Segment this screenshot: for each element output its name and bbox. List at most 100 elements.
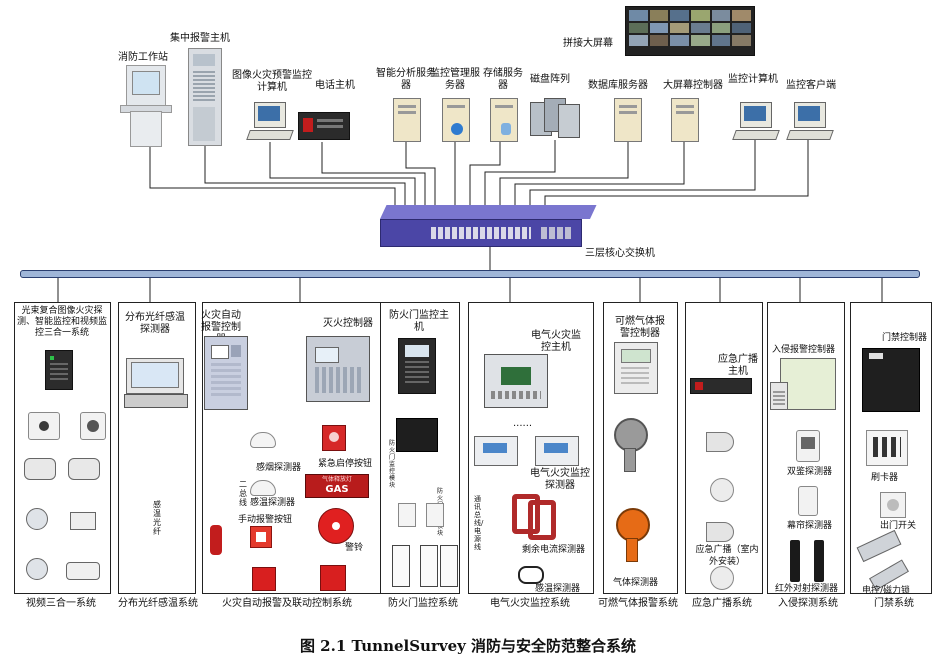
beam-receiver-icon: [80, 412, 106, 440]
ir-beam-icon: [790, 540, 800, 582]
fire-workstation: [120, 65, 172, 147]
gas-detector-label: 气体探测器: [613, 578, 659, 588]
curtain-detector-label: 幕帘探测器: [787, 521, 833, 531]
exit-button-label: 出门开关: [880, 521, 917, 531]
fire-alarm-panel: [204, 336, 248, 410]
video-wall-label: 拼接大屏幕: [563, 38, 613, 49]
dome-camera-icon: [26, 508, 48, 530]
fire-alarm-footer: 火灾自动报警及联动控制系统: [222, 598, 352, 609]
electric-detector-icon: [474, 436, 518, 466]
alarm-bell-icon: [318, 508, 354, 544]
door-module-icon-2: [426, 503, 444, 527]
gas-sign-text: GAS: [325, 484, 349, 495]
gas-detector-icon-2: [614, 508, 650, 562]
dual-tech-label: 双鉴探测器: [787, 467, 833, 477]
intrusion-controller: [780, 358, 836, 410]
broadcast-host: [690, 378, 752, 394]
image-fire-warning-pc: [246, 102, 294, 142]
phone-host-label: 电话主机: [315, 80, 355, 91]
smoke-detector-icon: [250, 432, 276, 448]
electric-subsystem-footer: 电气火灾监控系统: [490, 598, 570, 609]
monitor-computer-label: 监控计算机: [728, 74, 778, 85]
temp-detector-icon: [250, 480, 276, 496]
door-leaf-icon: [392, 545, 410, 587]
storage-server-label: 存储服务器: [483, 68, 523, 91]
video-subsystem-footer: 视频三合一系统: [26, 598, 96, 609]
network-switch-icon: [45, 350, 73, 390]
extinguish-controller: [306, 336, 370, 402]
image-fire-warning-pc-label: 图像火灾预警监控计算机: [232, 70, 312, 93]
ptz-camera-icon: [66, 562, 100, 580]
electric-temp-label: 感温探测器: [535, 584, 581, 594]
residual-current-label: 剩余电流探测器: [522, 545, 586, 555]
gas-sign-top: 气体释放灯: [321, 476, 352, 483]
fiber-host-unit: [124, 394, 188, 408]
alarm-bell-label: 警铃: [345, 543, 364, 553]
access-controller: [862, 348, 920, 412]
electric-dots: ......: [513, 418, 533, 429]
monitor-mgmt-server: [442, 98, 470, 142]
emergency-stop-button-icon: [322, 425, 346, 451]
fire-temp-detector-label: 感温探测器: [250, 498, 296, 508]
electric-bus-label: 通讯总线/电源线: [474, 495, 484, 551]
intrusion-ctrl-label: 入侵报警控制器: [772, 345, 836, 355]
electric-temp-icon: [518, 566, 544, 584]
central-alarm-host-label: 集中报警主机: [170, 33, 230, 44]
fiber-subsystem-title: 分布光纤感温探测器: [125, 312, 185, 335]
manual-alarm-button-icon: [250, 526, 272, 548]
electric-detector-icon-2: [535, 436, 579, 466]
gas-detector-icon: [612, 418, 648, 472]
video-wall: [625, 6, 755, 56]
gas-alarm-controller: [614, 342, 658, 394]
big-screen-controller: [671, 98, 699, 142]
phone-host: [298, 112, 350, 140]
access-ctrl-label: 门禁控制器: [882, 333, 928, 343]
residual-current-icon: [512, 494, 560, 540]
smoke-detector-label: 感烟探测器: [256, 463, 302, 473]
fiber-subsystem-box: [118, 302, 196, 594]
card-reader-label: 刷卡器: [871, 473, 899, 483]
door-subsystem-footer: 防火门监控系统: [388, 598, 458, 609]
core-switch-label: 三层核心交换机: [585, 248, 655, 259]
intelligent-analysis-server-label: 智能分析服务器: [376, 68, 436, 91]
door-module-box: [396, 418, 438, 452]
manual-alarm-button-label: 手动报警按钮: [238, 515, 293, 525]
sound-light-alarm-icon: [252, 567, 276, 591]
ceiling-speaker-icon: [710, 478, 734, 502]
database-server: [614, 98, 642, 142]
gas-release-sign: 气体释放灯 GAS: [305, 474, 369, 498]
backbone-bus: [20, 270, 920, 278]
big-screen-controller-label: 大屏幕控制器: [663, 80, 723, 91]
keypad-icon: [770, 382, 788, 410]
fiber-cable-label: 感温光纤: [153, 500, 161, 536]
broadcast-subsystem-footer: 应急广播系统: [692, 598, 752, 609]
dual-tech-detector-icon: [796, 430, 820, 462]
door-module-icon: [398, 503, 416, 527]
exit-button-icon: [880, 492, 906, 518]
electric-monitor-host: [484, 354, 548, 408]
box-camera-icon: [70, 512, 96, 530]
gas-ctrl-label: 可燃气体报警控制器: [615, 316, 665, 339]
video-subsystem-box: [14, 302, 111, 594]
ceiling-speaker-icon-2: [710, 566, 734, 590]
door-leaf-icon-3: [440, 545, 458, 587]
video-subsystem-title: 光束复合图像火灾探测、智能监控和视频监控三合一系统: [16, 306, 107, 338]
ir-beam-icon-2: [814, 540, 824, 582]
sound-light-alarm-icon-2: [320, 565, 346, 591]
door-host-label: 防火门监控主机: [389, 310, 449, 333]
ir-beam-label: 红外对射探测器: [775, 584, 839, 594]
disk-array: [530, 98, 580, 138]
electric-host-label: 电气火灾监控主机: [531, 330, 581, 353]
fire-workstation-label: 消防工作站: [118, 52, 168, 63]
monitor-computer: [732, 102, 780, 142]
horn-speaker-icon-2: [706, 522, 734, 542]
flame-detector-icon: [28, 412, 60, 440]
intrusion-subsystem-footer: 入侵探测系统: [778, 598, 838, 609]
phone-jack-icon: [210, 525, 222, 555]
central-alarm-host: [188, 48, 222, 146]
door-monitor-host: [398, 338, 436, 394]
curtain-detector-icon: [798, 486, 818, 516]
extinguish-ctrl-label: 灭火控制器: [323, 318, 373, 329]
card-reader-icon: [866, 430, 908, 466]
database-server-label: 数据库服务器: [588, 80, 648, 91]
